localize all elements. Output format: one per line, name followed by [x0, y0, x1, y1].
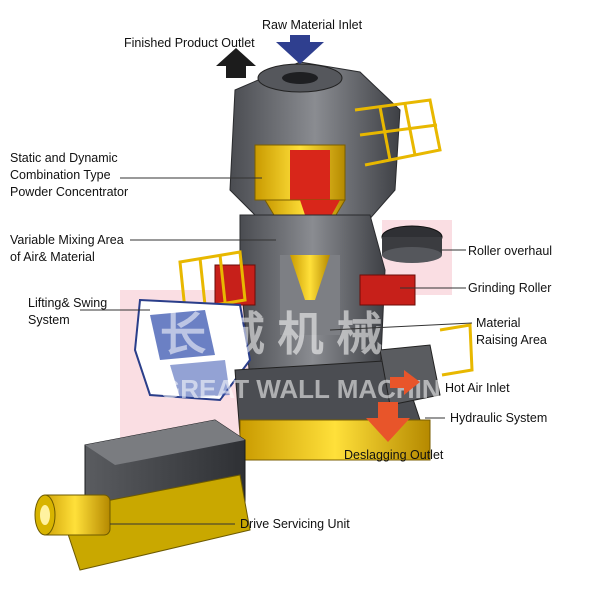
label-drive-servicing: Drive Servicing Unit: [240, 517, 350, 531]
label-hydraulic-system: Hydraulic System: [450, 411, 548, 425]
left-railing: [178, 250, 247, 312]
right-railing: [439, 323, 474, 377]
label-variable-mixing: Variable Mixing Area of Air& Material: [10, 233, 124, 264]
label-roller-overhaul: Roller overhaul: [468, 244, 553, 258]
top-railing: [354, 98, 442, 167]
drive-base: [59, 474, 251, 571]
label-finished-product-outlet: Finished Product Outlet: [124, 36, 255, 50]
watermark-chinese: 长 城 机 械: [160, 308, 382, 360]
finished-product-outlet-arrow: [216, 48, 256, 78]
drive-motor: [34, 494, 111, 536]
deslagging-outlet-arrow: [366, 402, 410, 442]
hot-air-inlet-arrow: [390, 370, 420, 395]
leader-material-raising: [329, 322, 473, 331]
label-powder-concentrator: Static and Dynamic Combination Type Powd…: [10, 151, 129, 199]
label-lifting-swing: Lifting& Swing System: [28, 296, 108, 327]
label-raw-material-inlet: Raw Material Inlet: [262, 18, 363, 32]
label-deslagging-outlet: Deslagging Outlet: [344, 448, 444, 462]
label-material-raising: Material Raising Area: [476, 316, 547, 347]
label-grinding-roller: Grinding Roller: [468, 281, 552, 295]
raw-material-inlet-arrow: [276, 35, 324, 64]
label-hot-air-inlet: Hot Air Inlet: [445, 381, 510, 395]
